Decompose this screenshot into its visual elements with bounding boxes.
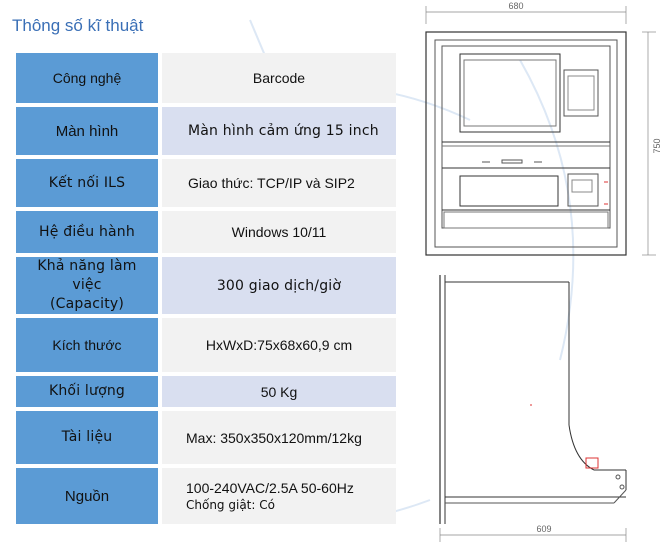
table-row: Hệ điều hành Windows 10/11 [16,209,396,257]
table-row: Màn hình Màn hình cảm ứng 15 inch [16,105,396,159]
spec-label-weight: Khối lượng [16,374,162,411]
table-row: Khối lượng 50 Kg [16,374,396,411]
spec-table: Công nghệ Barcode Màn hình Màn hình cảm … [16,53,396,528]
table-row: Nguồn 100-240VAC/2.5A 50-60Hz Chống giật… [16,466,396,528]
table-row: Tài liệu Max: 350x350x120mm/12kg [16,409,396,468]
height-dimension-label: 750 [652,138,662,153]
spec-label-capacity: Khả năng làm việc (Capacity) [16,255,162,318]
spec-label-document: Tài liệu [16,409,162,468]
front-view-frame [425,31,627,256]
spec-label-power: Nguồn [16,466,162,528]
table-row: Khả năng làm việc (Capacity) 300 giao dị… [16,255,396,318]
spec-value-weight: 50 Kg [160,374,396,411]
spec-label-technology: Công nghệ [16,53,162,107]
spec-label-os: Hệ điều hành [16,209,162,257]
spec-value-os: Windows 10/11 [160,209,396,257]
spec-label-size: Kích thước [16,316,162,376]
technical-drawing: 680 750 609 [425,1,662,542]
spec-value-ils: Giao thức: TCP/IP và SIP2 [160,157,396,211]
depth-dimension-label: 609 [536,524,551,534]
power-spec-line: 100-240VAC/2.5A 50-60Hz [186,480,354,496]
width-dimension-label: 680 [508,1,523,11]
spec-label-screen: Màn hình [16,105,162,159]
spec-value-size: HxWxD:75x68x60,9 cm [160,316,396,376]
drawer-outline [459,175,559,207]
spec-value-capacity: 300 giao dịch/giờ [160,255,396,318]
table-row: Kích thước HxWxD:75x68x60,9 cm [16,316,396,376]
shock-protection-line: Chống giật: Có [186,498,275,512]
table-row: Công nghệ Barcode [16,53,396,107]
screen-outline [459,53,561,133]
spec-label-ils: Kết nối ILS [16,157,162,211]
spec-value-document: Max: 350x350x120mm/12kg [160,409,396,468]
spec-value-technology: Barcode [160,53,396,107]
table-row: Kết nối ILS Giao thức: TCP/IP và SIP2 [16,157,396,211]
spec-value-screen: Màn hình cảm ứng 15 inch [160,105,396,159]
page-title: Thông số kĩ thuật [12,16,144,35]
kiosk-body [441,45,611,229]
spec-value-power: 100-240VAC/2.5A 50-60Hz Chống giật: Có [160,466,396,528]
